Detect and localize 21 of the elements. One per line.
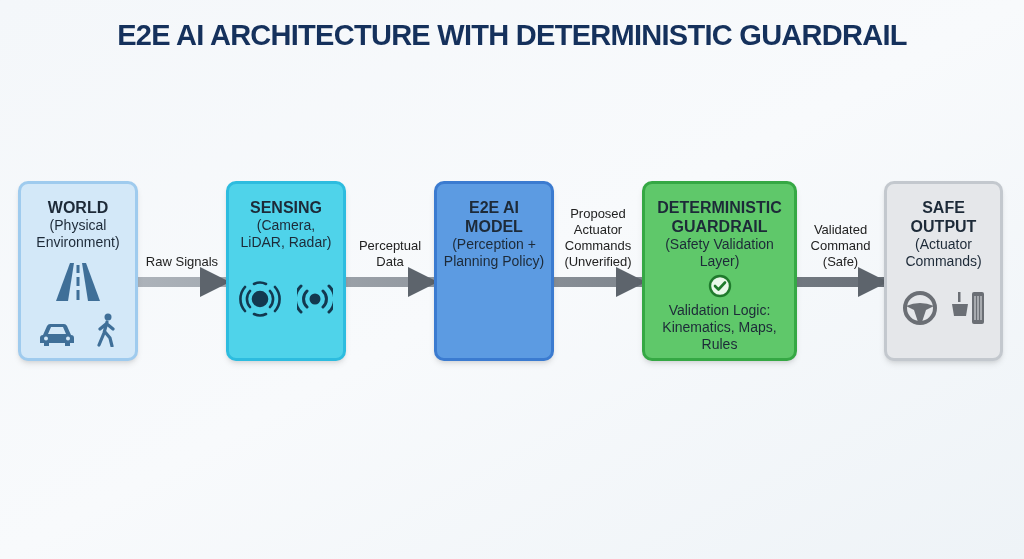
box-text: (Safety Validation Layer)	[664, 236, 775, 270]
box-text: (Physical Environment)	[35, 217, 121, 251]
box-heading: SAFE OUTPUT	[909, 198, 978, 236]
box-text: (Actuator Commands)	[904, 236, 983, 270]
edge-label: Perceptual Data	[357, 238, 423, 270]
box-heading: WORLD	[47, 198, 109, 217]
process-box	[226, 181, 346, 361]
edge-label: Proposed Actuator Commands (Unverified)	[563, 206, 633, 270]
edge-label: Raw Signals	[144, 254, 220, 270]
box-text: (Perception + Planning Policy)	[442, 236, 546, 270]
process-box	[884, 181, 1003, 361]
box-heading: SENSING	[250, 198, 322, 217]
box-heading: DETERMINISTIC GUARDRAIL	[656, 198, 783, 236]
title: E2E AI ARCHITECTURE WITH DETERMINISTIC GUARDRAIL	[116, 18, 908, 53]
process-box	[18, 181, 138, 361]
box-text: Validation Logic: Kinematics, Maps, Rules	[661, 302, 778, 353]
box-text: (Camera, LiDAR, Radar)	[239, 217, 333, 251]
process-box	[642, 181, 797, 361]
process-box	[434, 181, 554, 361]
edge-label: Validated Command (Safe)	[809, 222, 872, 270]
box-heading: E2E AI MODEL	[464, 198, 524, 236]
